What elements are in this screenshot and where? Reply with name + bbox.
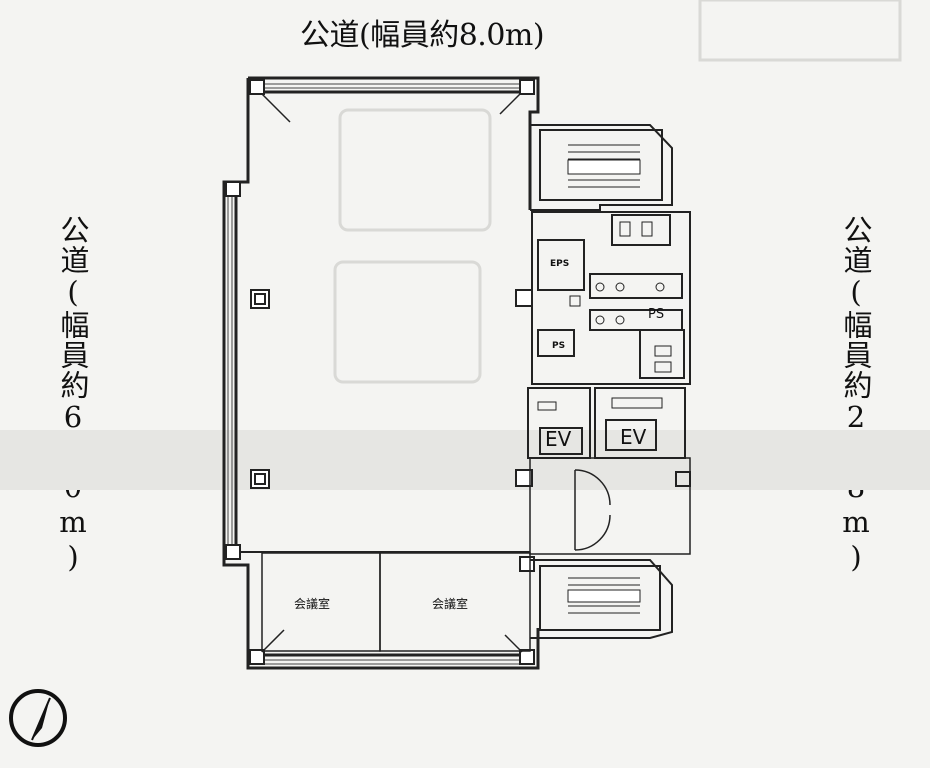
label-ps-upper: PS xyxy=(648,307,664,322)
core-service xyxy=(531,211,691,385)
road-label-left: 公道(幅員約6.0m) xyxy=(56,215,90,575)
north-arrow-icon xyxy=(9,689,67,747)
label-meeting-right: 会議室 xyxy=(432,596,468,611)
window-lines xyxy=(227,83,530,665)
entrance xyxy=(529,457,691,555)
label-meeting-left: 会議室 xyxy=(294,596,330,611)
road-label-top: 公道(幅員約8.0m) xyxy=(300,18,545,53)
label-eps: EPS xyxy=(550,259,569,269)
road-label-right: 公道(幅員約2.8m) xyxy=(839,215,873,575)
meeting-rooms xyxy=(261,552,531,652)
background-bleed xyxy=(0,0,930,490)
label-ps-lower: PS xyxy=(552,341,565,351)
corner-details xyxy=(261,93,523,653)
elevators xyxy=(527,387,686,459)
stair-lower xyxy=(530,559,673,639)
stair-upper xyxy=(530,124,673,211)
label-ev-left: EV xyxy=(545,427,572,451)
label-ev-right: EV xyxy=(620,425,647,449)
exterior-wall xyxy=(222,76,540,670)
